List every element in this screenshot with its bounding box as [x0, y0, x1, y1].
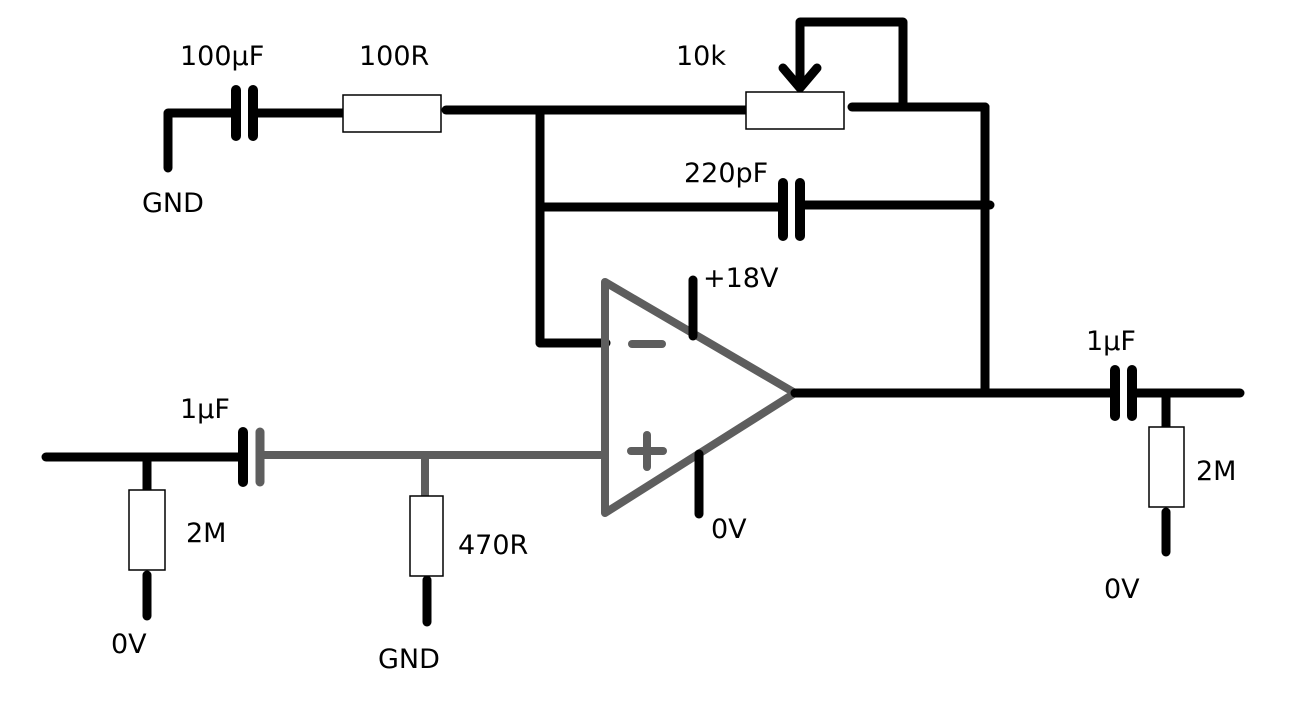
label-res-2m-input: 2M — [186, 518, 226, 549]
resistor-2m-input — [128, 489, 166, 571]
opamp — [601, 275, 799, 519]
potentiometer-10k — [745, 91, 845, 130]
pot-wiper-arrow-icon — [778, 63, 822, 93]
resistor-470r — [409, 495, 444, 577]
resistor-100r — [342, 94, 442, 133]
gain-leg — [163, 85, 545, 173]
label-gnd-top: GND — [142, 188, 204, 219]
label-cap-100uf: 100µF — [180, 41, 264, 72]
label-pot-10k: 10k — [676, 41, 726, 72]
wire-gnd-top — [163, 108, 241, 173]
output-section — [790, 365, 1245, 557]
label-zero-v-opamp: 0V — [711, 514, 747, 545]
pot-wiper-loop — [795, 17, 908, 112]
label-cap-1uf-out: 1µF — [1086, 326, 1136, 357]
feedback-network — [535, 17, 995, 398]
label-res-470r: 470R — [458, 530, 528, 561]
label-supply-positive: +18V — [703, 263, 779, 294]
label-res-2m-output: 2M — [1196, 456, 1236, 487]
label-cap-1uf-in: 1µF — [180, 394, 230, 425]
label-zero-v-left: 0V — [111, 629, 147, 660]
label-cap-220pf: 220pF — [684, 158, 768, 189]
label-zero-v-right: 0V — [1104, 574, 1140, 605]
label-res-100r: 100R — [359, 41, 429, 72]
labels: 100µF 100R 10k 220pF GND +18V 1µF 1µF 2M… — [111, 41, 1236, 675]
label-gnd-bottom: GND — [378, 644, 440, 675]
resistor-2m-output — [1148, 426, 1185, 508]
input-section — [41, 427, 609, 627]
